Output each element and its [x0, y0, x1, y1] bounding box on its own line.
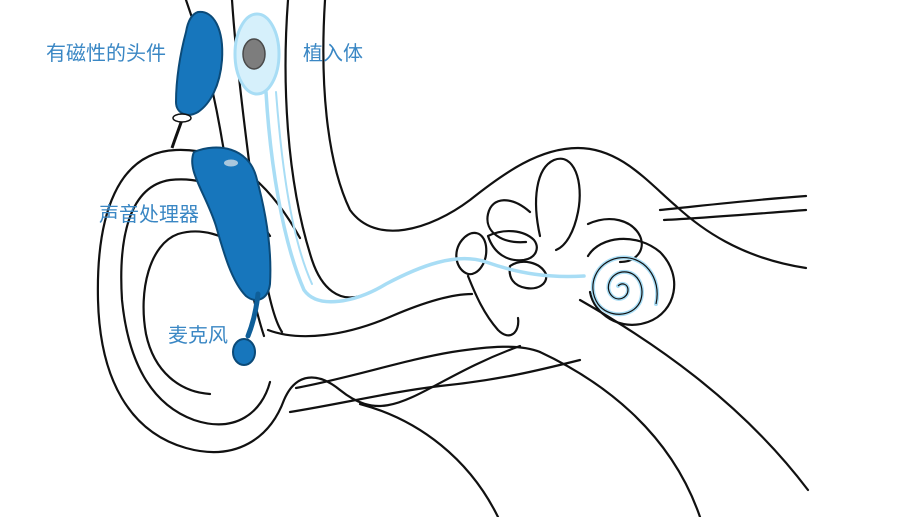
concha-outline [142, 230, 250, 396]
processor-indicator [224, 159, 238, 167]
label-sound-processor: 声音处理器 [99, 202, 199, 226]
ear-canal-lower [294, 345, 542, 390]
implant-lead-wire [264, 90, 586, 304]
semicircular-canal-superior [534, 157, 581, 252]
jaw-outline [358, 402, 500, 517]
lower-canal [288, 358, 582, 414]
sound-processor-shape [191, 146, 272, 301]
pinna-outer [96, 148, 522, 454]
neck-outline [538, 350, 702, 517]
auditory-nerve [658, 194, 808, 222]
microphone-shape [232, 338, 256, 366]
skull-canal-upper [322, 0, 808, 270]
cochlea-outline [586, 237, 676, 326]
skull-inner-outline [284, 0, 362, 299]
label-magnetic-headpiece: 有磁性的头件 [46, 41, 166, 65]
label-microphone: 麦克风 [168, 323, 228, 347]
label-implant: 植入体 [303, 41, 363, 65]
ear-canal-upper [266, 292, 474, 338]
implant-magnet [242, 38, 266, 70]
ossicle-malleus [455, 231, 488, 276]
semicircular-canal-posterior [486, 199, 532, 244]
cochlea-spiral-line [592, 257, 658, 315]
ossicle-stapes [508, 260, 548, 290]
ossicle-incus [486, 230, 538, 262]
implant-lead-wire-2 [275, 91, 313, 285]
microphone-boom [245, 291, 261, 339]
neck-outline-back [578, 298, 810, 492]
eardrum [466, 274, 520, 337]
headpiece-cable-clip [172, 113, 192, 123]
